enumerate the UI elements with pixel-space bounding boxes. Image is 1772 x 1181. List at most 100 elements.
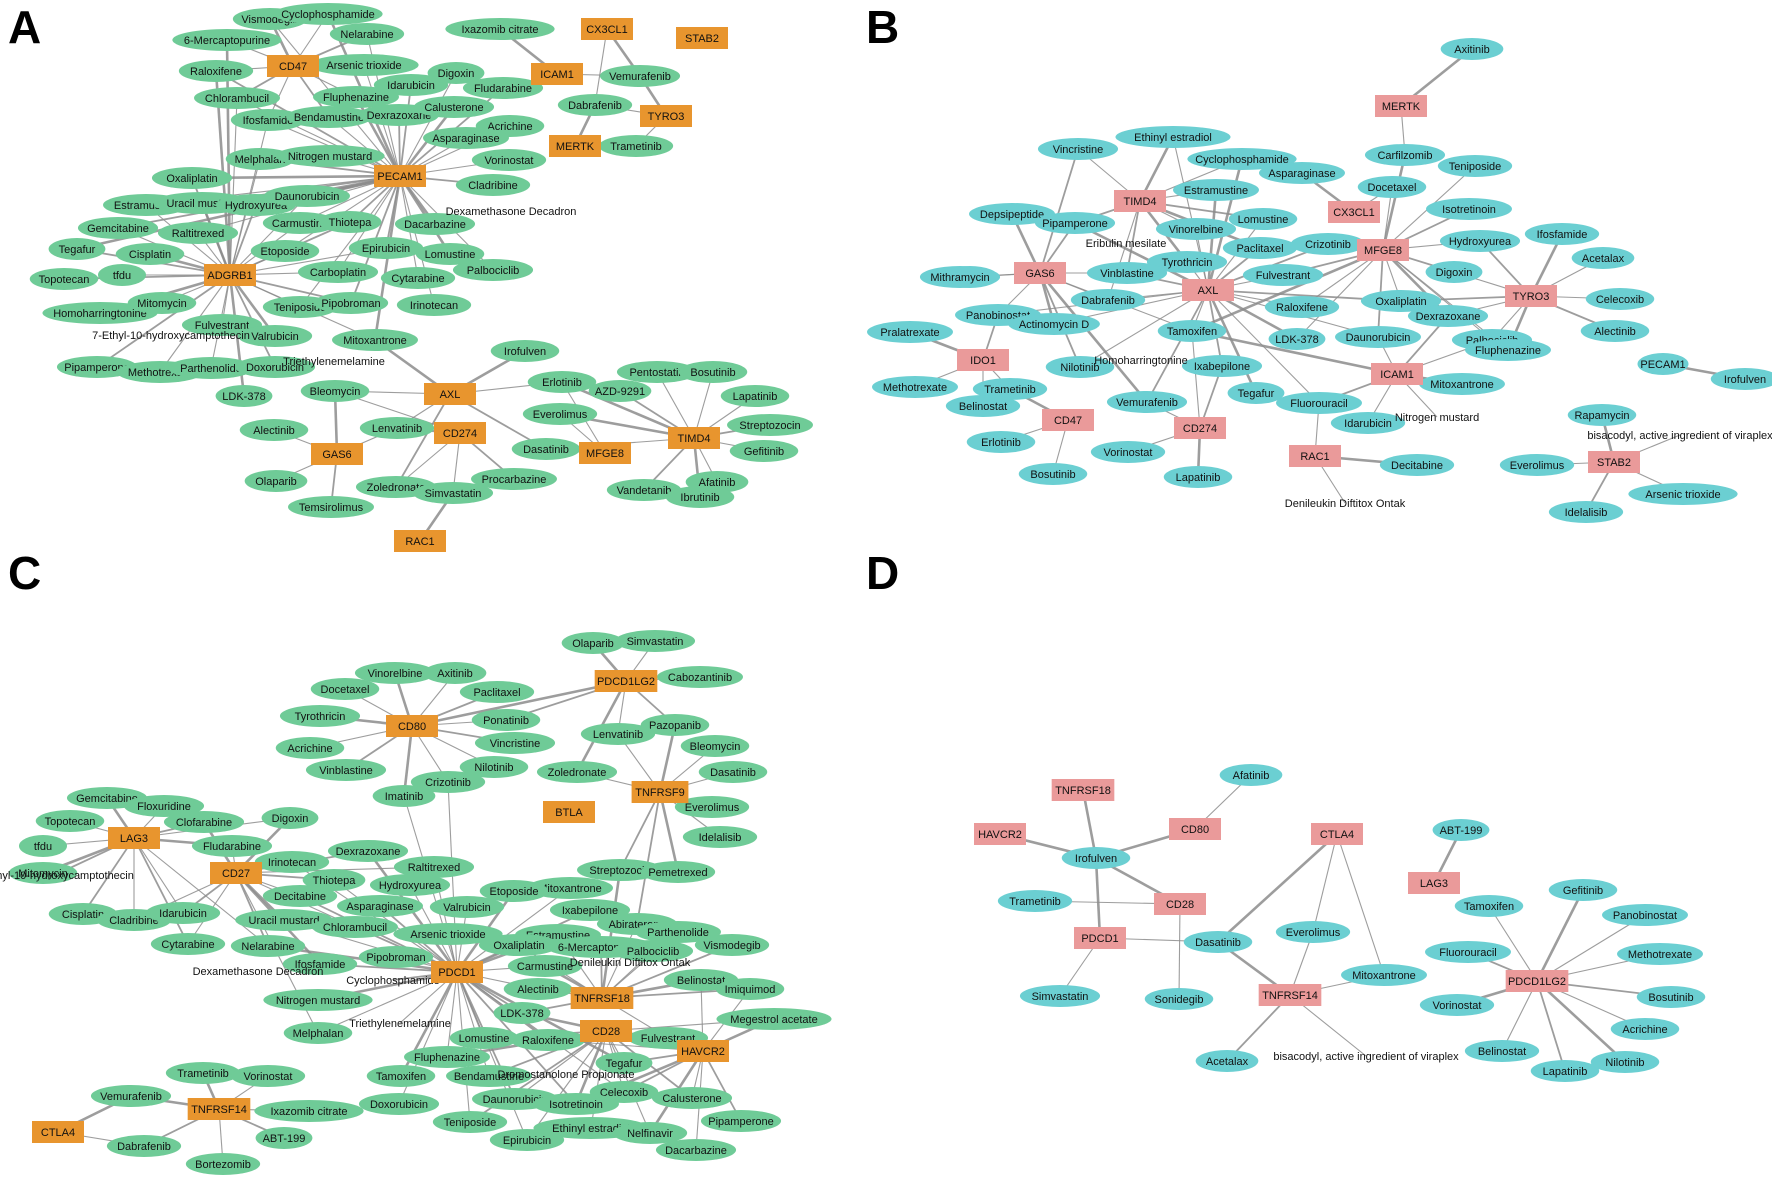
gene-label: TIMD4 xyxy=(678,433,711,445)
gene-label: TNFRSF14 xyxy=(191,1104,247,1116)
drug-node-b-oxaliplatin: Oxaliplatin xyxy=(1360,290,1442,312)
drug-label: Acrichine xyxy=(1622,1024,1667,1036)
drug-node-a-ifosfamide: Ifosfamide xyxy=(230,109,306,131)
edge-d-pdcd1lg2-tamoxifen xyxy=(1488,905,1538,982)
drug-node-b-raloxifene: Raloxifene xyxy=(1264,296,1340,318)
gene-node-c-cd28: CD28 xyxy=(580,1020,632,1042)
drug-label: Dexrazoxane xyxy=(1416,311,1481,323)
drug-node-b-daunorubicin: Daunorubicin xyxy=(1335,326,1421,348)
drug-node-c-everolimus: Everolimus xyxy=(674,796,750,818)
drug-label: Digoxin xyxy=(272,813,309,825)
gene-node-c-tnfrsf9: TNFRSF9 xyxy=(631,781,689,803)
gene-label: CX3CL1 xyxy=(586,24,628,36)
drug-label: PECAM1 xyxy=(1640,359,1685,371)
gene-label: ICAM1 xyxy=(540,69,574,81)
drug-node-a-olaparib: Olaparib xyxy=(244,470,308,492)
drug-node-b-nilotinib: Nilotinib xyxy=(1045,356,1115,378)
drug-label: Dexrazoxane xyxy=(367,110,432,122)
gene-label: CD27 xyxy=(222,868,250,880)
drug-node-c-mitomycin: Mitomycin xyxy=(8,862,78,884)
drug-node-b-arsenic-trioxide: Arsenic trioxide xyxy=(1628,483,1738,505)
drug-label: Vincristine xyxy=(1053,144,1104,156)
edge-b-axl-pipamperone xyxy=(1074,221,1209,292)
drug-label: Teniposide xyxy=(274,302,327,314)
drug-node-c-ldk-378: LDK-378 xyxy=(493,1002,551,1024)
drug-label: Cladribine xyxy=(109,915,159,927)
drug-label: Irinotecan xyxy=(268,857,316,869)
drug-node-a-alectinib: Alectinib xyxy=(239,419,309,441)
drug-node-a-erlotinib: Erlotinib xyxy=(527,371,597,393)
edge-d-pdcd1lg2-nilotinib xyxy=(1536,980,1626,1063)
drug-label: Crizotinib xyxy=(425,777,471,789)
drug-node-b-fulvestrant: Fulvestrant xyxy=(1242,264,1324,286)
drug-node-a-procarbazine: Procarbazine xyxy=(471,468,557,490)
drug-node-c-fluphenazine: Fluphenazine xyxy=(404,1046,490,1068)
gene-label: AXL xyxy=(1198,285,1219,297)
drug-label: Daunorubicin xyxy=(483,1094,548,1106)
gene-node-a-cd47: CD47 xyxy=(267,55,319,77)
drug-label: Pemetrexed xyxy=(648,867,707,879)
drug-label: Tamoxifen xyxy=(1464,901,1514,913)
drug-node-b-pipamperone: Pipamperone xyxy=(1034,212,1116,234)
drug-node-b-vinblastine: Vinblastine xyxy=(1086,262,1168,284)
drug-node-b-hydroxyurea: Hydroxyurea xyxy=(1439,230,1521,252)
drug-node-c-pazopanib: Pazopanib xyxy=(640,714,710,736)
drug-node-d-belinostat: Belinostat xyxy=(1464,1040,1540,1062)
drug-node-a-fluphenazine: Fluphenazine xyxy=(313,86,399,108)
panel-label-b: B xyxy=(866,1,900,53)
drug-node-c-vemurafenib: Vemurafenib xyxy=(90,1085,172,1107)
drug-label: Fluphenazine xyxy=(1475,345,1541,357)
drug-node-d-everolimus: Everolimus xyxy=(1275,921,1351,943)
drug-label: Crizotinib xyxy=(1305,239,1351,251)
drug-node-a-valrubicin: Valrubicin xyxy=(237,325,313,347)
drug-node-c-raloxifene: Raloxifene xyxy=(510,1029,586,1051)
edge-a-adgrb1-chlorambucil xyxy=(229,97,238,276)
drug-label: Dacarbazine xyxy=(665,1145,727,1157)
drug-node-c-topotecan: Topotecan xyxy=(35,810,105,832)
drug-node-c-bendamustine: Bendamustine xyxy=(446,1065,532,1087)
drug-node-c-axitinib: Axitinib xyxy=(423,662,487,684)
drug-label: Vemurafenib xyxy=(609,71,671,83)
drug-node-a-chlorambucil: Chlorambucil xyxy=(194,87,280,109)
drug-label: Mitoxantrone xyxy=(1430,379,1494,391)
drug-node-b-bosutinib: Bosutinib xyxy=(1018,463,1088,485)
drug-node-a-vorinostat: Vorinostat xyxy=(471,149,547,171)
drug-label: Mitoxantrone xyxy=(538,883,602,895)
edge-c-cd28-daunorubicin xyxy=(514,1030,607,1100)
drug-text-b-nitrogen-mustard: Nitrogen mustard xyxy=(1395,412,1479,424)
drug-label: Oxaliplatin xyxy=(493,940,544,952)
edge-a-axl-zoledronate xyxy=(395,393,451,488)
drug-text-c-cyclophosphamide: Cyclophosphamide xyxy=(346,975,440,987)
drug-node-c-nelarabine: Nelarabine xyxy=(230,935,306,957)
drug-label: Asparaginase xyxy=(432,133,499,145)
drug-label: Dasatinib xyxy=(1195,937,1241,949)
edge-b-axl-nilotinib xyxy=(1079,289,1209,368)
drug-label: Trametinib xyxy=(1009,896,1061,908)
drug-label: Dabrafenib xyxy=(117,1141,171,1153)
drug-label: Oxaliplatin xyxy=(1375,296,1426,308)
drug-node-b-celecoxib: Celecoxib xyxy=(1585,288,1655,310)
drug-label: Tegafur xyxy=(1238,388,1275,400)
edge-a-adgrb1-pipamperone xyxy=(96,274,231,368)
drug-text-b-homoharringtonine: Homoharringtonine xyxy=(1094,355,1188,367)
gene-node-c-lag3: LAG3 xyxy=(108,827,160,849)
drug-node-c-docetaxel: Docetaxel xyxy=(310,678,380,700)
drug-label: Nilotinib xyxy=(474,762,513,774)
drug-label: Valrubicin xyxy=(251,331,299,343)
drug-node-d-simvastatin: Simvastatin xyxy=(1019,985,1101,1007)
drug-label: Carmustine xyxy=(517,961,573,973)
gene-label: MERTK xyxy=(1382,101,1421,113)
drug-node-c-vinorelbine: Vinorelbine xyxy=(354,662,436,684)
drug-label: Acetalax xyxy=(1582,253,1625,265)
drug-label: Depsipeptide xyxy=(980,209,1044,221)
drug-node-a-lapatinib: Lapatinib xyxy=(720,385,790,407)
drug-label: Irofulven xyxy=(1075,853,1117,865)
drug-node-d-vorinostat: Vorinostat xyxy=(1419,994,1495,1016)
drug-node-b-mithramycin: Mithramycin xyxy=(919,266,1001,288)
drug-label: Isotretinoin xyxy=(1442,204,1496,216)
drug-node-d-nilotinib: Nilotinib xyxy=(1590,1051,1660,1073)
drug-label: Tegafur xyxy=(606,1058,643,1070)
edge-d-pdcd1lg2-gefitinib xyxy=(1535,889,1585,982)
drug-label: Ixazomib citrate xyxy=(270,1106,347,1118)
drug-node-c-fludarabine: Fludarabine xyxy=(191,835,273,857)
